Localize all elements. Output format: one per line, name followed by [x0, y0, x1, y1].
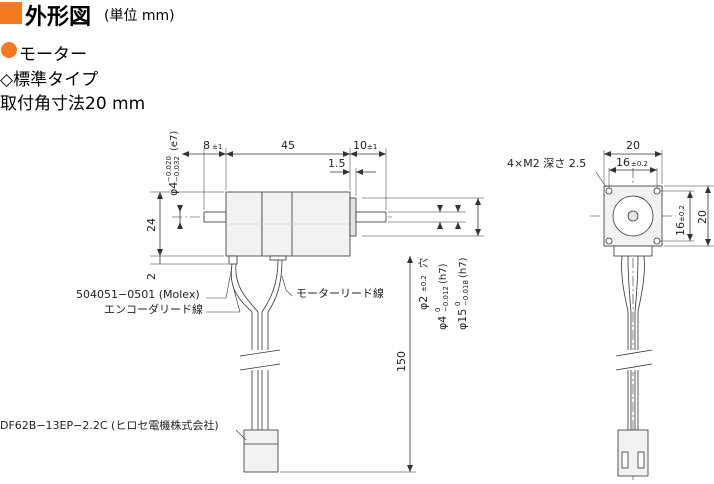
dim-10-tol: ±1 [367, 143, 377, 151]
dim-hole-label: 穴 [417, 258, 430, 268]
front-lead-exit [613, 245, 653, 257]
rear-shaft [203, 211, 227, 223]
front-shaft-circle [627, 210, 639, 222]
front-pilot [349, 197, 357, 237]
dim-bore-tol-lower: −0.012 [442, 286, 450, 312]
dim-bolt-v: 16 [674, 222, 687, 236]
dim-8: 8 [203, 139, 210, 152]
dim-hole-dia: φ2 [417, 296, 430, 310]
mount-hole-1 [605, 187, 613, 195]
page-title: 外形図 [25, 5, 92, 30]
dim-holes: 4×M2 深さ 2.5 [507, 157, 586, 170]
side-view [150, 148, 484, 473]
mount-hole-2 [653, 187, 661, 195]
front-view [590, 150, 714, 480]
mount-hole-3 [605, 237, 613, 245]
label-motor-lead: モーターリード線 [296, 286, 384, 300]
dim-pilot-tol-lower: −0.018 [462, 280, 470, 306]
dim-24: 24 [145, 218, 158, 232]
dimension-labels: 8 ±1 45 10 ±1 1.5 24 2 φ4 −0.020 −0.032 … [0, 131, 709, 432]
dim-shaft-dia: φ4 [167, 182, 180, 196]
cable-break [240, 350, 280, 372]
label-connector-motor: 504051−0501 (Molex) [76, 288, 200, 301]
title-marker-square [0, 2, 22, 24]
dim-8-tol: ±1 [212, 143, 222, 151]
dim-bolt-h-tol: ±0.2 [631, 160, 648, 168]
dim-pilot-group: φ15 0 −0.018 (h7) [454, 257, 470, 330]
label-connector-end: DF62B−13EP−2.2C (ヒロセ電機株式会社) [0, 418, 219, 432]
dim-bolt-v-tol: ±0.2 [678, 205, 686, 222]
motor-lead-exit [269, 255, 287, 261]
dim-150: 150 [395, 351, 408, 372]
mount-hole-4 [653, 237, 661, 245]
dim-shaft-group: φ4 −0.020 −0.032 (e7) [165, 131, 181, 196]
dim-bolt-h: 16 [616, 156, 630, 169]
section-heading: モーター [19, 45, 87, 65]
dim-front-width: 20 [626, 139, 640, 152]
end-connector [243, 429, 279, 473]
dim-front-height: 20 [696, 210, 709, 224]
heading-bullet-icon [1, 42, 17, 58]
dim-1-5: 1.5 [328, 157, 346, 170]
dim-45: 45 [281, 139, 295, 152]
dim-bore-dia: φ4 [436, 316, 449, 330]
dim-pilot-fit: (h7) [458, 257, 469, 278]
dim-pilot-dia: φ15 [456, 309, 469, 330]
subheading-size: 取付角寸法20 mm [0, 94, 146, 114]
subheading-type: ◇標準タイプ [0, 70, 99, 90]
dim-10: 10 [353, 139, 367, 152]
label-encoder-lead: エンコーダリード線 [104, 302, 203, 316]
front-shaft [355, 211, 387, 223]
dim-pilot-tol-upper: 0 [454, 302, 462, 306]
page-title-unit: (単位 mm) [104, 8, 175, 24]
dim-bore-group: φ4 0 −0.012 (h7) [434, 263, 450, 330]
dim-shaft-tol-upper: −0.020 [165, 156, 173, 182]
dim-hole-tol: ±0.2 [420, 275, 428, 292]
dim-2: 2 [145, 273, 158, 280]
dim-bore-fit: (h7) [438, 263, 449, 284]
encoder-lead-exit [228, 255, 238, 265]
dim-shaft-tol-lower: −0.032 [173, 156, 181, 182]
dim-shaft-fit: (e7) [169, 131, 180, 151]
dim-hole-group: φ2 ±0.2 穴 [417, 258, 430, 310]
dim-bore-tol-upper: 0 [434, 308, 442, 312]
